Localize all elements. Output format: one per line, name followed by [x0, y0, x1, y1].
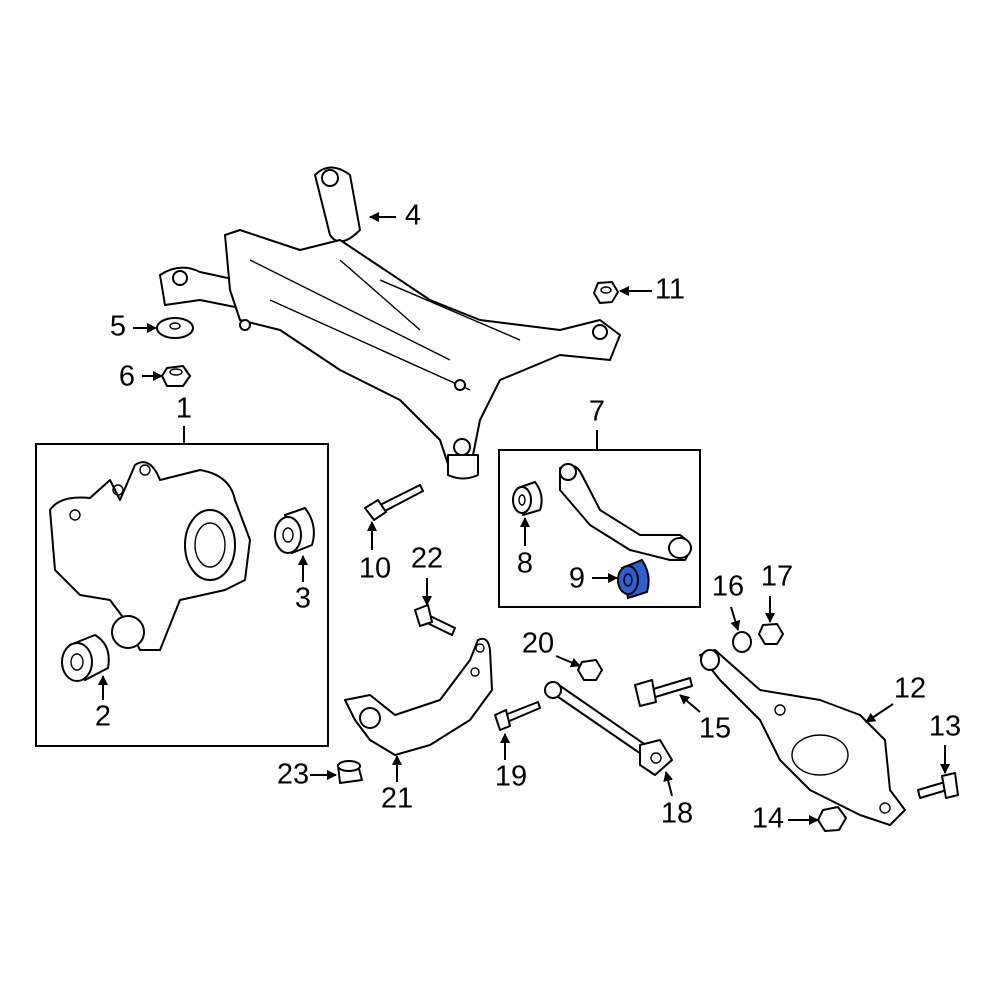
callout-20: 20 [522, 628, 554, 660]
bushing-2[interactable] [61, 634, 110, 682]
toe-link-18[interactable] [544, 681, 673, 776]
callout-6: 6 [119, 361, 135, 393]
bolt-13[interactable] [917, 772, 959, 799]
callout-8: 8 [517, 548, 533, 580]
callout-10: 10 [359, 553, 391, 585]
callout-lines [98, 212, 950, 825]
callout-18: 18 [661, 798, 693, 830]
nut-11[interactable] [593, 281, 619, 304]
upper-arm-7[interactable] [559, 463, 692, 561]
nut-6[interactable] [161, 365, 191, 387]
callout-17: 17 [761, 561, 793, 593]
callout-23: 23 [277, 759, 309, 791]
callout-labels: 1 2 3 4 5 6 7 8 9 10 11 12 13 14 15 16 1… [95, 200, 961, 835]
bushing-3[interactable] [274, 507, 315, 554]
callout-22: 22 [411, 543, 443, 575]
nut-14[interactable] [817, 806, 847, 832]
callout-15: 15 [699, 713, 731, 745]
callout-13: 13 [929, 711, 961, 743]
callout-19: 19 [495, 761, 527, 793]
callout-21: 21 [381, 783, 413, 815]
upper-arm-group-box [498, 449, 701, 608]
callout-7: 7 [589, 396, 605, 428]
bolt-15[interactable] [634, 677, 693, 707]
washer-16[interactable] [732, 631, 752, 653]
callout-4: 4 [405, 200, 421, 232]
bushing-8[interactable] [512, 481, 543, 516]
bushing-9-highlighted[interactable] [617, 558, 650, 600]
washer-5[interactable] [156, 317, 194, 339]
knuckle-1[interactable] [49, 461, 251, 651]
callout-2: 2 [95, 701, 111, 733]
nut-17[interactable] [758, 623, 784, 645]
callout-14: 14 [752, 803, 784, 835]
bolt-22[interactable] [414, 604, 456, 636]
rear-crossmember[interactable] [159, 166, 621, 480]
nut-20[interactable] [577, 659, 603, 681]
bolt-10[interactable] [364, 484, 424, 521]
callout-12: 12 [894, 673, 926, 705]
lower-control-arm-12[interactable] [699, 649, 906, 826]
callout-1: 1 [176, 393, 192, 425]
callout-3: 3 [295, 583, 311, 615]
callout-16: 16 [712, 571, 744, 603]
nut-23[interactable] [337, 760, 363, 784]
bolt-19[interactable] [494, 701, 541, 731]
callout-5: 5 [110, 311, 126, 343]
callout-9: 9 [569, 563, 585, 595]
knuckle-group-box [35, 443, 329, 747]
trailing-arm-21[interactable] [344, 637, 493, 756]
callout-11: 11 [655, 274, 685, 306]
